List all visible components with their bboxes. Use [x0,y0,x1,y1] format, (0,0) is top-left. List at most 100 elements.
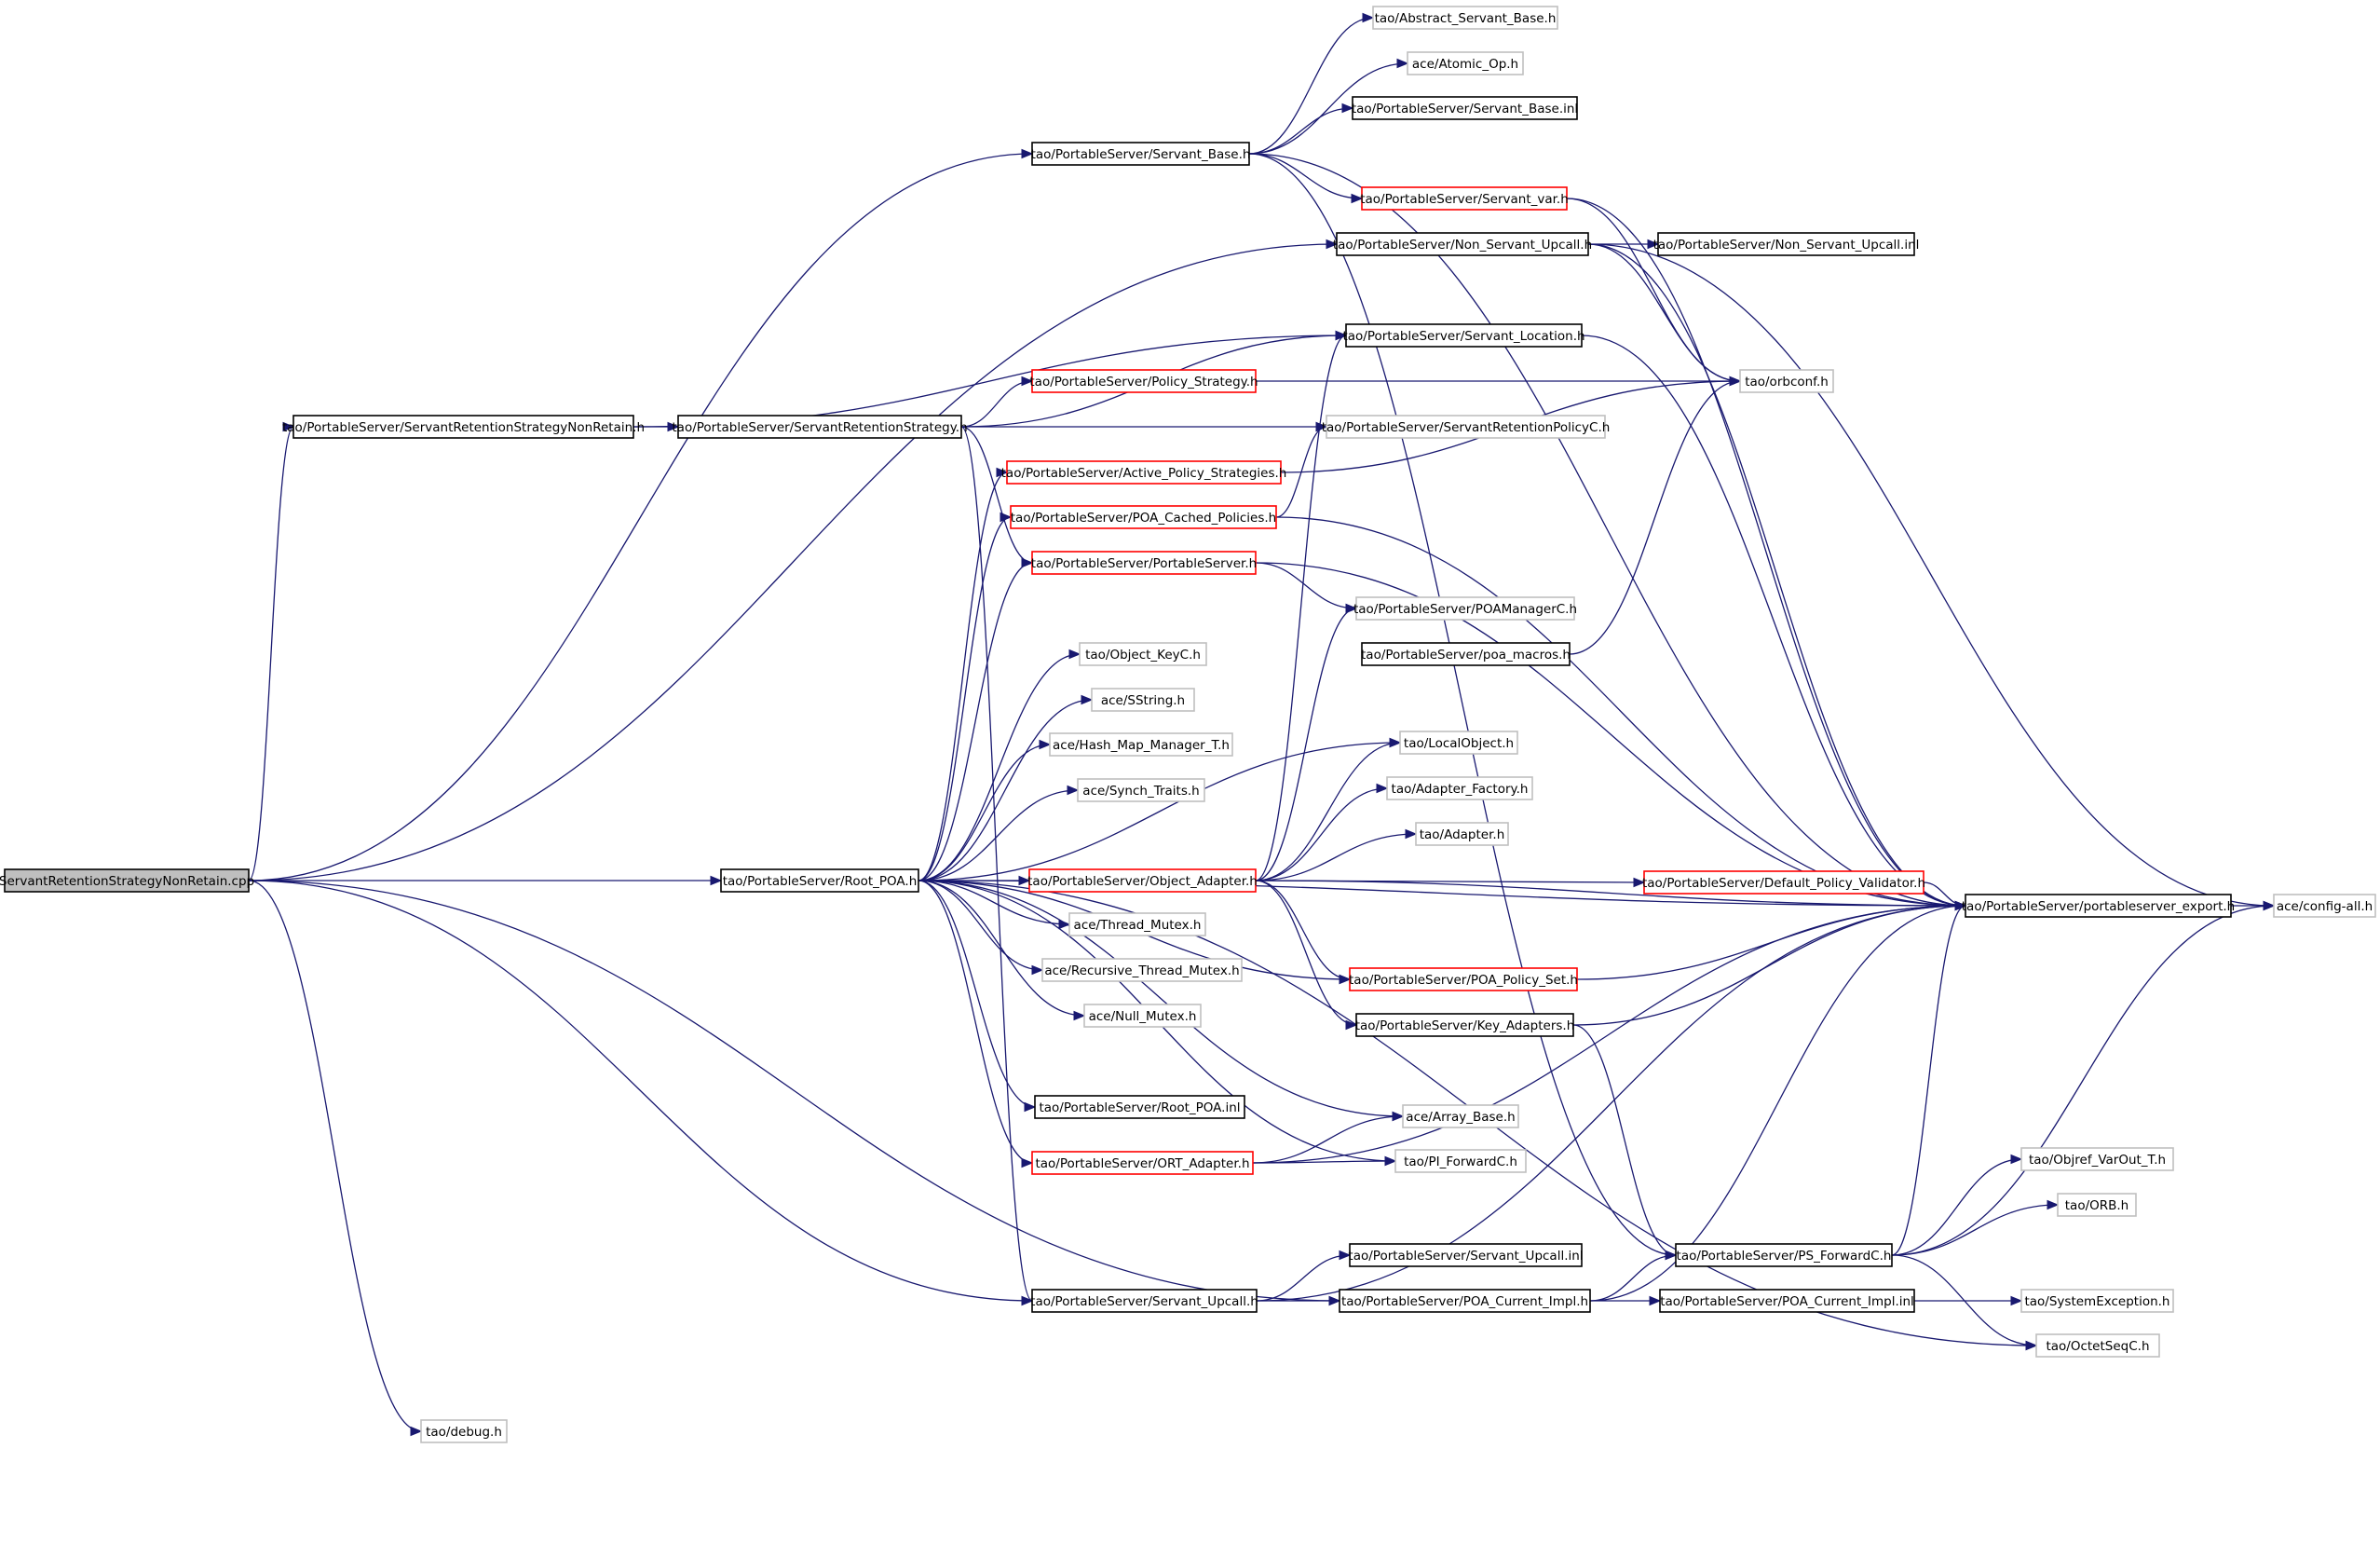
node-box[interactable] [2020,1147,2174,1171]
node-box[interactable] [1077,778,1205,802]
node-box[interactable] [1361,642,1571,666]
node-box[interactable] [2035,1333,2160,1358]
node-poa-macros-h[interactable]: tao/PortableServer/poa_macros.h [1361,642,1571,666]
node-root-poa-h[interactable]: tao/PortableServer/Root_POA.h [720,868,919,893]
node-recursive-thread-mutex-h[interactable]: ace/Recursive_Thread_Mutex.h [1041,958,1243,982]
node-box[interactable] [4,868,250,893]
node-servant-base-inl[interactable]: tao/PortableServer/Servant_Base.inl [1352,96,1578,120]
node-objref-varout-h[interactable]: tao/Objref_VarOut_T.h [2020,1147,2174,1171]
node-object-adapter-h[interactable]: tao/PortableServer/Object_Adapter.h [1027,868,1258,893]
node-non-servant-upcall-inl[interactable]: tao/PortableServer/Non_Servant_Upcall.in… [1653,232,1920,256]
node-default-policy-validator-h[interactable]: tao/PortableServer/Default_Policy_Valida… [1642,870,1925,895]
node-srs-h[interactable]: tao/PortableServer/ServantRetentionStrat… [672,415,968,439]
node-portableserver-h[interactable]: tao/PortableServer/PortableServer.h [1031,551,1257,575]
node-box[interactable] [677,415,962,439]
node-box[interactable] [420,1419,508,1443]
node-box[interactable] [2273,894,2376,918]
node-box[interactable] [1028,868,1257,893]
node-box[interactable] [1091,688,1195,712]
node-servant-upcall-inl[interactable]: tao/PortableServer/Servant_Upcall.inl [1348,1243,1584,1267]
node-poa-current-impl-h[interactable]: tao/PortableServer/POA_Current_Impl.h [1339,1289,1591,1313]
node-box[interactable] [1372,6,1558,30]
node-box[interactable] [1407,51,1524,75]
node-key-adapters-h[interactable]: tao/PortableServer/Key_Adapters.h [1355,1013,1575,1037]
node-box[interactable] [1402,1104,1519,1128]
node-box[interactable] [1006,460,1282,485]
node-box[interactable] [1041,958,1243,982]
node-box[interactable] [1349,967,1578,991]
node-orbconf-h[interactable]: tao/orbconf.h [1739,369,1834,393]
node-non-servant-upcall-h[interactable]: tao/PortableServer/Non_Servant_Upcall.h [1333,232,1592,256]
node-box[interactable] [1643,870,1924,895]
node-hash-map-h[interactable]: ace/Hash_Map_Manager_T.h [1049,732,1233,757]
node-sstring-h[interactable]: ace/SString.h [1091,688,1195,712]
node-box[interactable] [1031,369,1257,393]
node-box[interactable] [1345,323,1583,348]
node-localobject-h[interactable]: tao/LocalObject.h [1399,731,1518,755]
node-object-keyc-h[interactable]: tao/Object_KeyC.h [1079,642,1207,666]
node-ort-adapter-h[interactable]: tao/PortableServer/ORT_Adapter.h [1031,1151,1254,1175]
node-debug-h[interactable]: tao/debug.h [420,1419,508,1443]
node-srsnr-h[interactable]: tao/PortableServer/ServantRetentionStrat… [282,415,645,439]
node-box[interactable] [1339,1289,1591,1313]
node-abs-servant-base[interactable]: tao/Abstract_Servant_Base.h [1372,6,1558,30]
node-active-policy-h[interactable]: tao/PortableServer/Active_Policy_Strateg… [1001,460,1287,485]
node-octetseqc-h[interactable]: tao/OctetSeqC.h [2035,1333,2160,1358]
node-pi-forwardc-h[interactable]: tao/PI_ForwardC.h [1394,1149,1527,1173]
node-array-base-h[interactable]: ace/Array_Base.h [1402,1104,1519,1128]
node-box[interactable] [1394,1149,1527,1173]
node-box[interactable] [1349,1243,1583,1267]
node-policy-strategy-h[interactable]: tao/PortableServer/Policy_Strategy.h [1029,369,1258,393]
node-ps-forwardc-h[interactable]: tao/PortableServer/PS_ForwardC.h [1675,1243,1893,1267]
node-box[interactable] [2057,1193,2137,1217]
node-servant-base-h[interactable]: tao/PortableServer/Servant_Base.h [1031,142,1251,166]
node-adapter-h[interactable]: tao/Adapter.h [1415,822,1509,846]
node-box[interactable] [1659,1289,1915,1313]
node-root[interactable]: ServantRetentionStrategyNonRetain.cpp [0,868,254,893]
node-box[interactable] [1352,96,1578,120]
node-box[interactable] [1657,232,1915,256]
node-box[interactable] [1355,1013,1574,1037]
node-box[interactable] [1361,186,1568,211]
node-box[interactable] [1326,415,1606,439]
node-box[interactable] [1083,1004,1202,1028]
node-config-all-h[interactable]: ace/config-all.h [2273,894,2376,918]
node-thread-mutex-h[interactable]: ace/Thread_Mutex.h [1068,912,1206,936]
node-box[interactable] [1049,732,1233,757]
node-box[interactable] [1386,776,1533,800]
node-box[interactable] [1399,731,1518,755]
node-box[interactable] [1965,894,2232,918]
node-box[interactable] [1031,142,1250,166]
node-box[interactable] [1068,912,1206,936]
node-ps-export-h[interactable]: tao/PortableServer/portableserver_export… [1962,894,2236,918]
node-root-poa-inl[interactable]: tao/PortableServer/Root_POA.inl [1034,1095,1245,1119]
node-box[interactable] [1739,369,1834,393]
node-box[interactable] [2020,1289,2174,1313]
node-box[interactable] [292,415,634,439]
node-box[interactable] [1034,1095,1245,1119]
node-servant-var-h[interactable]: tao/PortableServer/Servant_var.h [1360,186,1569,211]
node-poa-current-impl-inl[interactable]: tao/PortableServer/POA_Current_Impl.inl [1659,1289,1915,1313]
node-poa-policy-set-h[interactable]: tao/PortableServer/POA_Policy_Set.h [1349,967,1578,991]
node-box[interactable] [720,868,919,893]
node-null-mutex-h[interactable]: ace/Null_Mutex.h [1083,1004,1202,1028]
node-box[interactable] [1675,1243,1893,1267]
node-adapter-factory-h[interactable]: tao/Adapter_Factory.h [1386,776,1533,800]
node-srpc-h[interactable]: tao/PortableServer/ServantRetentionPolic… [1322,415,1611,439]
node-box[interactable] [1079,642,1207,666]
node-servant-location-h[interactable]: tao/PortableServer/Servant_Location.h [1342,323,1585,348]
node-box[interactable] [1010,505,1277,529]
node-servant-upcall-h[interactable]: tao/PortableServer/Servant_Upcall.h [1030,1289,1258,1313]
node-box[interactable] [1031,1289,1258,1313]
node-system-exception-h[interactable]: tao/SystemException.h [2020,1289,2174,1313]
node-atomic-op[interactable]: ace/Atomic_Op.h [1407,51,1524,75]
node-poa-cached-h[interactable]: tao/PortableServer/POA_Cached_Policies.h [1010,505,1277,529]
node-box[interactable] [1415,822,1509,846]
node-box[interactable] [1336,232,1589,256]
node-synch-traits-h[interactable]: ace/Synch_Traits.h [1077,778,1205,802]
node-orb-h[interactable]: tao/ORB.h [2057,1193,2137,1217]
node-box[interactable] [1031,551,1257,575]
node-box[interactable] [1355,596,1575,621]
node-poamanagerc-h[interactable]: tao/PortableServer/POAManagerC.h [1353,596,1577,621]
node-box[interactable] [1031,1151,1254,1175]
